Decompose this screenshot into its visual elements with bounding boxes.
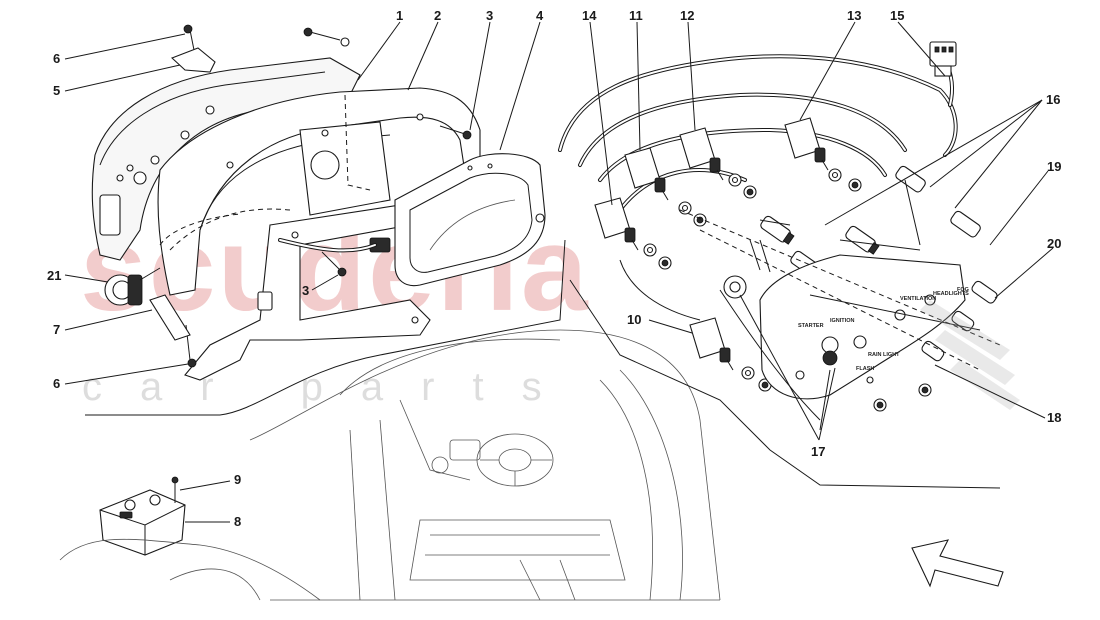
panel-connectors	[679, 209, 1001, 431]
mounting-bracket	[184, 204, 431, 381]
instrument-cover-front	[157, 87, 481, 296]
callout-11: 11	[629, 8, 643, 23]
callout-2: 2	[434, 8, 441, 23]
callout-20: 20	[1047, 236, 1061, 251]
callout-4: 4	[536, 8, 544, 23]
car-interior-view	[249, 329, 721, 601]
right-group-outline	[569, 279, 1001, 489]
instrument-housing-rear	[91, 57, 361, 261]
callout-6-bottom: 6	[53, 376, 60, 391]
toggle-switch-14	[594, 197, 639, 251]
callout-8: 8	[234, 514, 241, 529]
callout-21: 21	[47, 268, 61, 283]
panel-label-starter: STARTER	[798, 323, 824, 329]
callout-3-top: 3	[486, 8, 493, 23]
washers-and-nuts	[643, 168, 932, 412]
watermark-tagline: car parts	[82, 365, 580, 409]
center-switch-box	[59, 476, 321, 601]
round-connector	[104, 267, 161, 306]
toggle-switches	[594, 117, 829, 371]
toggle-switch-10	[689, 317, 734, 371]
toggle-switch-11	[624, 147, 669, 201]
callout-3-lower: 3	[302, 283, 309, 298]
callout-15: 15	[890, 8, 904, 23]
left-fasteners	[149, 24, 472, 368]
panel-label-flash: FLASH	[856, 366, 874, 372]
callout-7: 7	[53, 322, 60, 337]
callout-labels: 1 2 3 3 4 5 6 6 7 8 9 10 11 12 13 14 15 …	[47, 8, 1061, 529]
callout-1: 1	[396, 8, 403, 23]
panel-label-ventilation: VENTILATION	[900, 296, 936, 302]
orientation-arrow	[911, 539, 1004, 588]
callout-6-top: 6	[53, 51, 60, 66]
callout-9: 9	[234, 472, 241, 487]
toggle-switch-13	[784, 117, 829, 171]
callout-18: 18	[1047, 410, 1061, 425]
multi-pin-connector	[929, 41, 957, 77]
digital-display-unit	[369, 153, 546, 287]
switch-panel-plate: STARTER IGNITION VENTILATION HEADLIGHTS …	[759, 254, 969, 400]
callout-17: 17	[811, 444, 825, 459]
leader-lines	[64, 21, 1054, 523]
panel-label-headlights: HEADLIGHTS	[933, 291, 969, 297]
panel-label-fog: FOG	[957, 287, 969, 293]
panel-label-ignition: IGNITION	[830, 318, 854, 324]
callout-13: 13	[847, 8, 861, 23]
callout-14: 14	[582, 8, 597, 23]
callout-19: 19	[1047, 159, 1061, 174]
callout-12: 12	[680, 8, 694, 23]
toggle-switch-12	[679, 127, 724, 181]
dash-group-outline	[85, 239, 566, 416]
callout-16: 16	[1046, 92, 1060, 107]
callout-5: 5	[53, 83, 60, 98]
callout-10: 10	[627, 312, 641, 327]
panel-label-rain-light: RAIN LIGHT	[868, 352, 900, 358]
dashboard-shroud	[91, 57, 481, 296]
